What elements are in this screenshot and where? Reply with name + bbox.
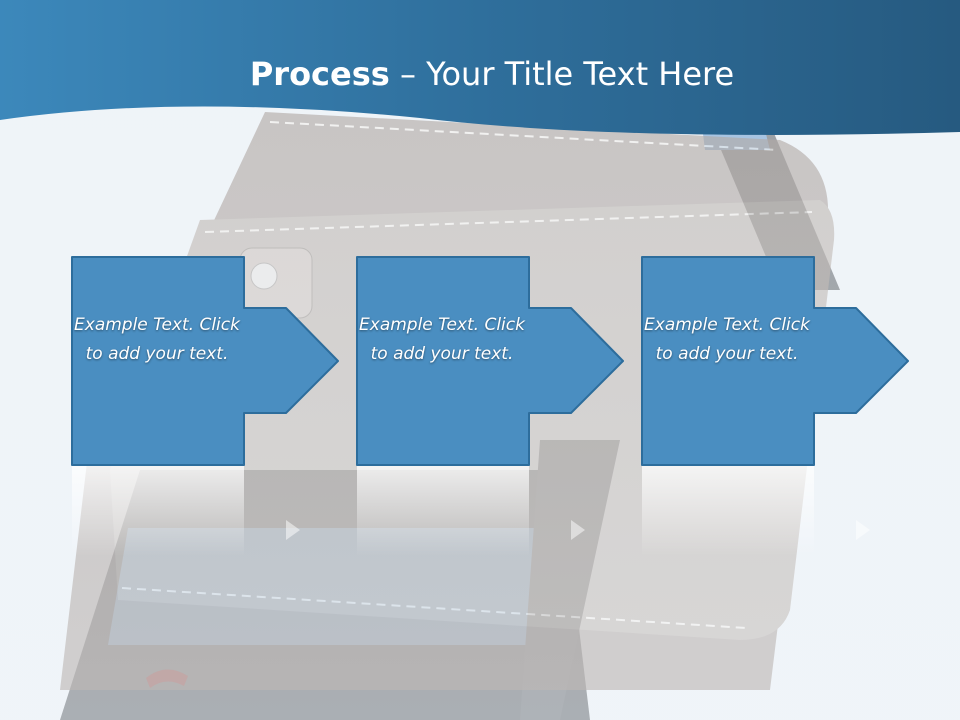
slide-title[interactable]: Process – Your Title Text Here bbox=[0, 52, 960, 96]
process-step-1-text[interactable]: Example Text. Click to add your text. bbox=[74, 315, 240, 364]
process-step-3-text[interactable]: Example Text. Click to add your text. bbox=[644, 315, 810, 364]
title-rest: Your Title Text Here bbox=[426, 55, 735, 93]
reflection bbox=[642, 466, 814, 556]
process-step-1-shape[interactable] bbox=[71, 256, 339, 466]
reflection bbox=[72, 466, 244, 556]
reflection bbox=[357, 466, 529, 556]
title-bold: Process bbox=[249, 55, 390, 93]
header-banner bbox=[0, 0, 960, 135]
process-step-3-shape[interactable] bbox=[641, 256, 909, 466]
process-step-2-shape[interactable] bbox=[356, 256, 624, 466]
title-dash: – bbox=[389, 55, 427, 93]
process-step-2-text[interactable]: Example Text. Click to add your text. bbox=[359, 315, 525, 364]
